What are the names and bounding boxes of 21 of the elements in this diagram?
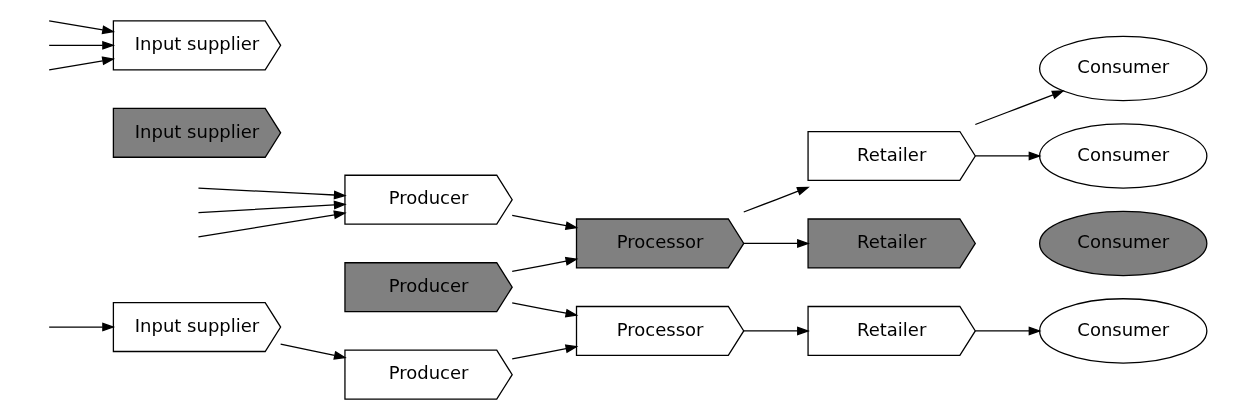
- arrow: [197, 210, 347, 238]
- arrow: [48, 322, 115, 332]
- arrow: [742, 326, 810, 336]
- arrow: [48, 40, 115, 50]
- arrow: [974, 151, 1042, 161]
- arrow: [197, 200, 347, 214]
- node-ellipse: Consumer: [1038, 298, 1207, 364]
- arrow: [974, 90, 1065, 126]
- arrow: [511, 344, 578, 360]
- arrow: [511, 256, 578, 273]
- node-ellipse: Consumer: [1038, 123, 1207, 189]
- arrow: [48, 56, 115, 71]
- arrow: [48, 20, 115, 35]
- arrow: [511, 302, 578, 318]
- arrow: [974, 326, 1042, 336]
- node-ellipse: Consumer: [1038, 210, 1207, 277]
- arrow: [742, 238, 810, 248]
- arrow: [511, 214, 578, 231]
- arrow: [197, 187, 347, 200]
- arrow: [279, 343, 347, 360]
- arrow: [742, 186, 810, 213]
